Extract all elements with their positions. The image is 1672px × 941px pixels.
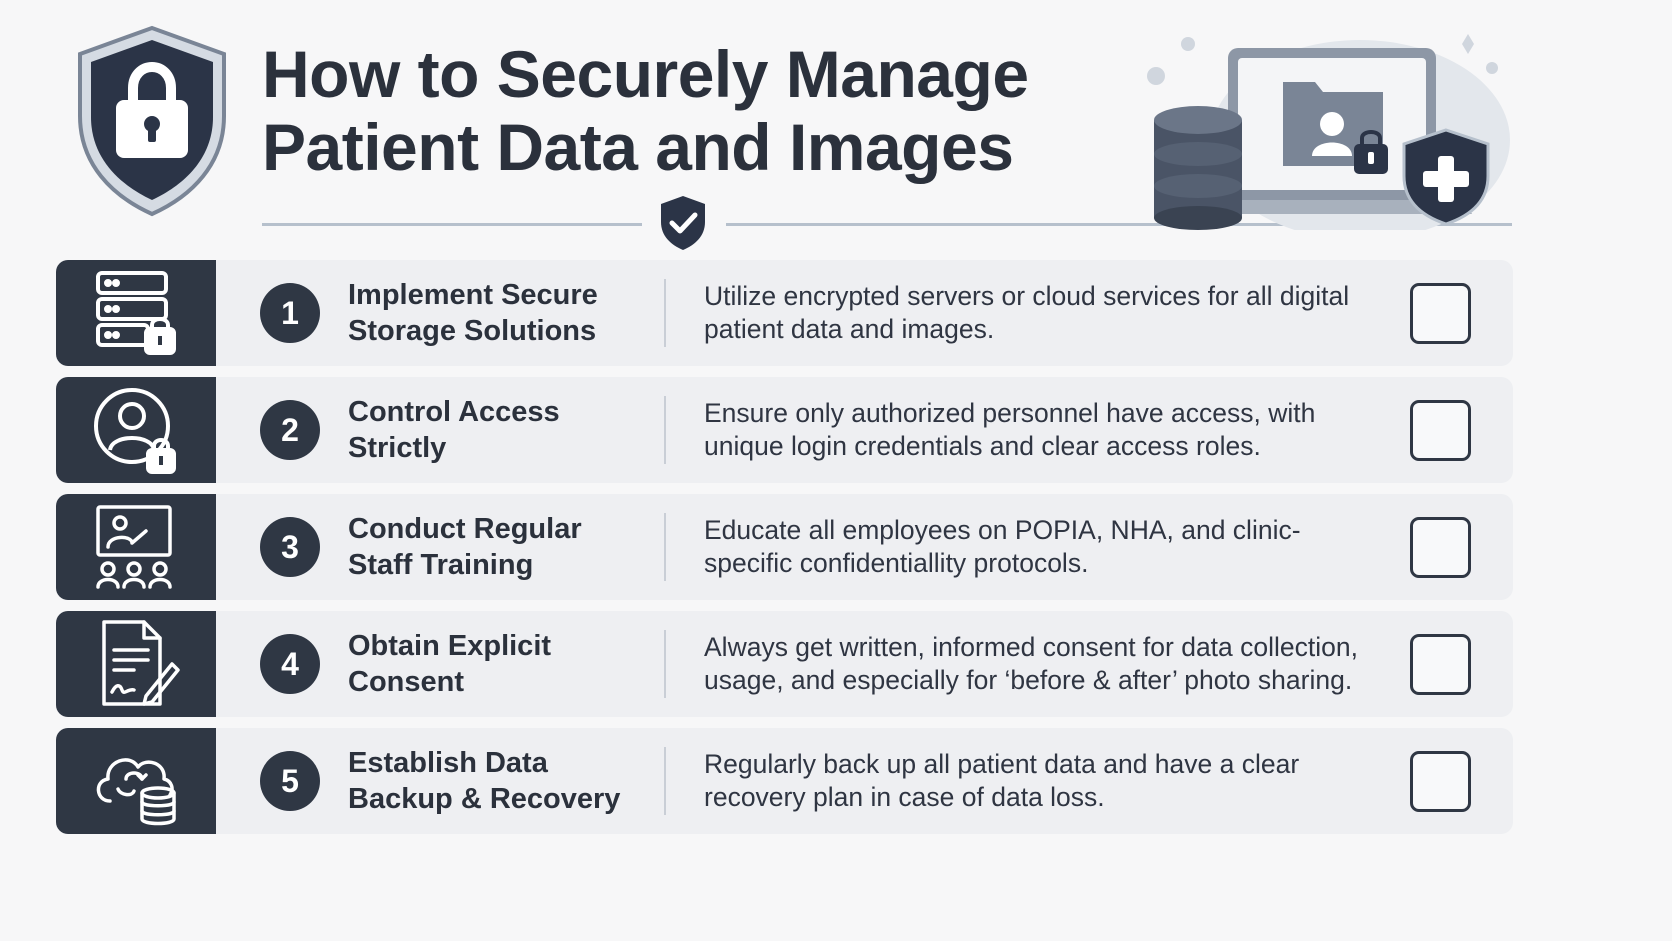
header-divider-right: [726, 223, 1512, 226]
checklist-item: 1 Implement Secure Storage Solutions Uti…: [56, 260, 1513, 366]
row-divider: [664, 747, 666, 815]
row-icon-panel: [56, 611, 216, 717]
step-number: 3: [260, 517, 320, 577]
row-icon-panel: [56, 377, 216, 483]
shield-lock-icon: [78, 25, 226, 217]
step-3-checkbox[interactable]: [1410, 517, 1471, 578]
row-icon-panel: [56, 494, 216, 600]
medical-shield-icon: [1402, 128, 1490, 226]
row-divider: [664, 630, 666, 698]
step-title: Control Access Strictly: [348, 396, 560, 464]
title-line-2: Patient Data and Images: [262, 110, 1014, 184]
training-board-icon: [96, 505, 172, 589]
secure-laptop-illustration: [1147, 34, 1510, 230]
step-title: Establish Data Backup & Recovery: [348, 747, 621, 815]
row-divider: [664, 513, 666, 581]
checklist-item: 5 Establish Data Backup & Recovery Regul…: [56, 728, 1513, 834]
row-divider: [664, 396, 666, 464]
step-description: Utilize encrypted servers or cloud servi…: [704, 281, 1350, 344]
step-title: Implement Secure Storage Solutions: [348, 279, 598, 347]
shield-check-icon: [661, 196, 705, 250]
step-description: Always get written, informed consent for…: [704, 632, 1358, 695]
checklist-item: 2 Control Access Strictly Ensure only au…: [56, 377, 1513, 483]
step-number: 4: [260, 634, 320, 694]
checklist-item: 4 Obtain Explicit Consent Always get wri…: [56, 611, 1513, 717]
cloud-backup-icon: [96, 758, 176, 826]
step-1-checkbox[interactable]: [1410, 283, 1471, 344]
step-5-checkbox[interactable]: [1410, 751, 1471, 812]
database-icon: [1154, 106, 1242, 230]
step-4-checkbox[interactable]: [1410, 634, 1471, 695]
page-title: How to Securely Manage Patient Data and …: [262, 38, 1029, 184]
checklist: 1 Implement Secure Storage Solutions Uti…: [56, 260, 1513, 834]
header-divider-left: [262, 223, 642, 226]
step-number: 5: [260, 751, 320, 811]
row-divider: [664, 279, 666, 347]
step-title: Obtain Explicit Consent: [348, 630, 552, 698]
step-2-checkbox[interactable]: [1410, 400, 1471, 461]
step-number: 2: [260, 400, 320, 460]
step-description: Ensure only authorized personnel have ac…: [704, 398, 1316, 461]
signed-document-icon: [102, 620, 180, 706]
checklist-item: 3 Conduct Regular Staff Training Educate…: [56, 494, 1513, 600]
server-lock-icon: [96, 271, 176, 355]
step-description: Regularly back up all patient data and h…: [704, 749, 1300, 812]
step-number: 1: [260, 283, 320, 343]
row-icon-panel: [56, 260, 216, 366]
title-line-1: How to Securely Manage: [262, 37, 1029, 111]
user-lock-icon: [94, 388, 176, 474]
step-title: Conduct Regular Staff Training: [348, 513, 582, 581]
step-description: Educate all employees on POPIA, NHA, and…: [704, 515, 1301, 578]
row-icon-panel: [56, 728, 216, 834]
